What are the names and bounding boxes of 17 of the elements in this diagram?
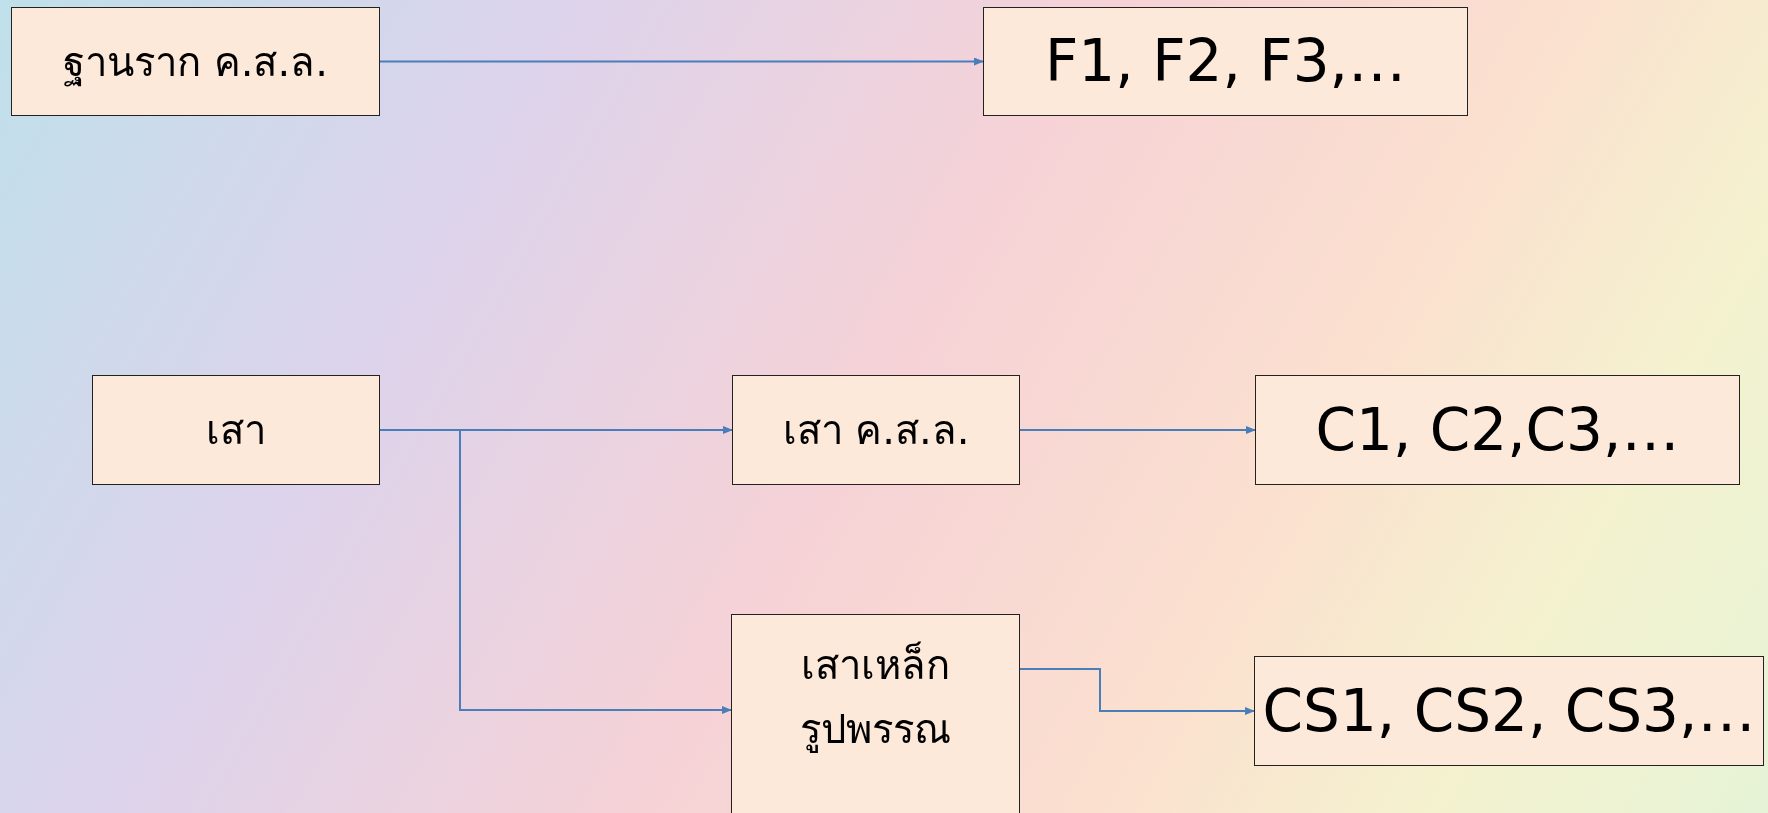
process-box [1255,375,1740,485]
arrow [1019,668,1255,715]
arrow [1019,426,1256,434]
process-box [11,7,380,116]
process-box [92,375,380,485]
box-label: เสา [206,406,266,455]
process-box [1254,656,1764,766]
process-box [983,7,1468,116]
box-label: C1, C2,C3,… [1315,394,1680,466]
box-label: เสา ค.ส.ล. [782,406,970,455]
box-label: CS1, CS2, CS3,… [1262,675,1756,747]
box-label: ฐานราก ค.ส.ล. [63,37,328,89]
box-label: เสาเหล็ก รูปพรรณ [799,640,952,755]
process-box [732,375,1020,485]
box-label: F1, F2, F3,… [1045,26,1406,98]
arrow [379,57,984,66]
process-box [731,614,1020,813]
